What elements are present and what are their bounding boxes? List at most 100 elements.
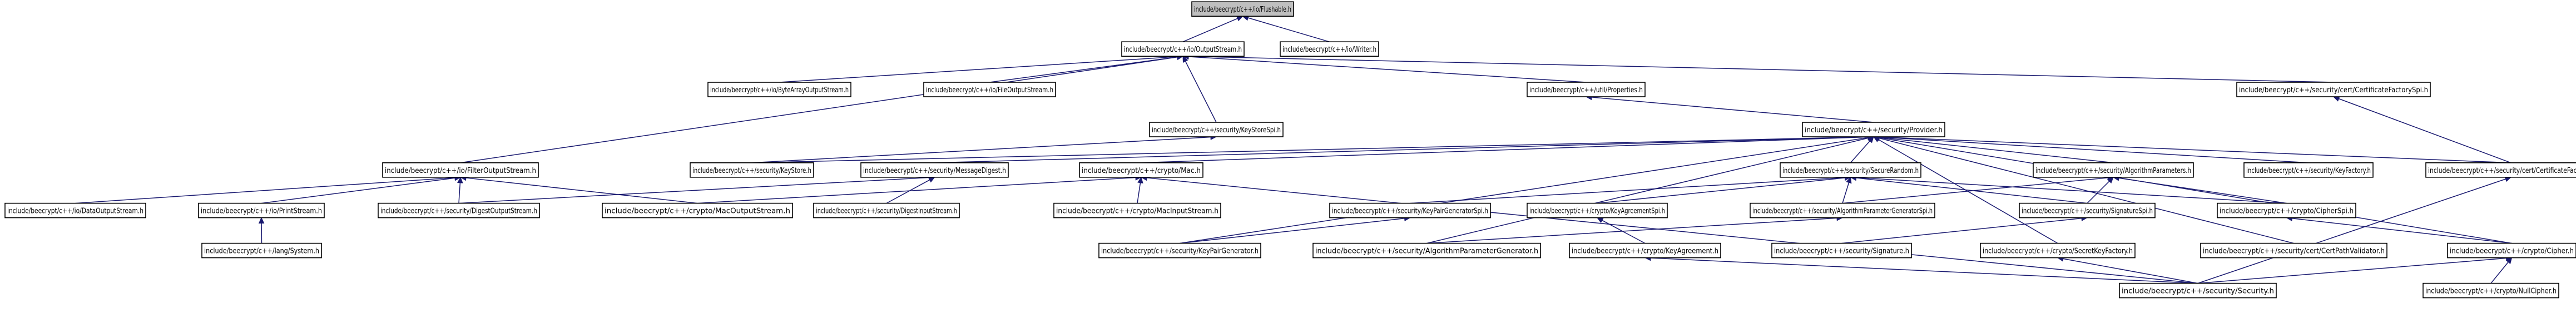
file-node[interactable]: include/beecrypt/c++/io/Writer.h xyxy=(1280,41,1379,57)
node-box xyxy=(1280,41,1379,57)
dependency-edge xyxy=(1872,134,2511,163)
file-node[interactable]: include/beecrypt/c++/crypto/CipherSpi.h xyxy=(2217,202,2356,218)
file-node[interactable]: include/beecrypt/c++/security/AlgorithmP… xyxy=(1312,242,1541,259)
file-node[interactable]: include/beecrypt/c++/io/FilterOutputStre… xyxy=(382,162,539,178)
file-node[interactable]: include/beecrypt/c++/security/DigestOutp… xyxy=(378,202,540,218)
node-box xyxy=(2447,242,2576,259)
node-box xyxy=(2425,162,2576,178)
node-label: include/beecrypt/c++/crypto/NullCipher.h xyxy=(2425,287,2557,296)
file-node[interactable]: include/beecrypt/c++/util/Properties.h xyxy=(1527,82,1646,97)
root-file-node[interactable]: include/beecrypt/c++/io/Flushable.h xyxy=(1191,1,1294,17)
dependency-edge xyxy=(1850,175,2287,204)
node-box xyxy=(602,202,793,218)
file-node[interactable]: include/beecrypt/c++/io/FileOutputStream… xyxy=(923,82,1056,97)
node-label: include/beecrypt/c++/security/cert/CertP… xyxy=(2203,247,2385,256)
file-node[interactable]: include/beecrypt/c++/security/DigestInpu… xyxy=(813,202,960,218)
file-node[interactable]: include/beecrypt/c++/crypto/KeyAgreement… xyxy=(1569,242,1721,259)
node-label: include/beecrypt/c++/security/KeyStore.h xyxy=(692,166,811,175)
file-node[interactable]: include/beecrypt/c++/security/cert/CertP… xyxy=(2200,242,2387,259)
file-node[interactable]: include/beecrypt/c++/security/SecureRand… xyxy=(1780,162,1921,178)
dependency-edge xyxy=(258,217,265,244)
node-label: include/beecrypt/c++/crypto/MacInputStre… xyxy=(1056,207,1218,216)
node-label: include/beecrypt/c++/io/PrintStream.h xyxy=(201,207,322,216)
dependency-edge xyxy=(1140,175,2198,284)
file-node[interactable]: include/beecrypt/c++/crypto/NullCipher.h xyxy=(2423,282,2559,299)
node-box xyxy=(1149,122,1284,137)
dependency-edge xyxy=(1242,15,1330,42)
node-label: include/beecrypt/c++/security/SignatureS… xyxy=(2022,207,2153,216)
dependency-edge xyxy=(1180,135,1875,244)
file-node[interactable]: include/beecrypt/c++/crypto/MacInputStre… xyxy=(1053,202,1221,218)
dependency-edge xyxy=(1426,215,1844,244)
file-node[interactable]: include/beecrypt/c++/security/cert/Certi… xyxy=(2425,162,2576,178)
dependency-edge xyxy=(1182,16,1244,42)
node-box xyxy=(1329,202,1491,218)
dependency-edge xyxy=(1180,215,1411,244)
dependency-edge xyxy=(2197,176,2512,284)
file-node[interactable]: include/beecrypt/c++/lang/System.h xyxy=(201,242,322,259)
file-node[interactable]: include/beecrypt/c++/crypto/KeyAgreement… xyxy=(1527,202,1668,218)
dependency-edge xyxy=(989,54,1184,83)
dependency-edge xyxy=(2087,176,2114,204)
file-node[interactable]: include/beecrypt/c++/security/KeyPairGen… xyxy=(1329,202,1491,218)
node-box xyxy=(1771,242,1912,259)
node-box xyxy=(690,162,814,178)
dependency-edge xyxy=(459,175,698,204)
dependency-edge xyxy=(1872,135,2294,244)
node-label: include/beecrypt/c++/security/DigestOutp… xyxy=(380,207,537,216)
node-label: include/beecrypt/c++/crypto/Mac.h xyxy=(1082,166,1201,175)
file-node[interactable]: include/beecrypt/c++/security/Provider.h xyxy=(1802,122,1945,137)
dependency-edge xyxy=(886,177,935,204)
file-node[interactable]: include/beecrypt/c++/crypto/Cipher.h xyxy=(2447,242,2576,259)
node-label: include/beecrypt/c++/security/Signature.… xyxy=(1774,247,1909,256)
file-node[interactable]: include/beecrypt/c++/security/cert/Certi… xyxy=(2236,82,2431,97)
node-label: include/beecrypt/c++/security/KeyStoreSp… xyxy=(1152,126,1281,135)
file-node[interactable]: include/beecrypt/c++/security/KeyPairGen… xyxy=(1098,242,1261,259)
file-node[interactable]: include/beecrypt/c++/crypto/SecretKeyFac… xyxy=(1980,242,2136,259)
dependency-edge xyxy=(458,175,935,204)
node-box xyxy=(1053,202,1221,218)
file-node[interactable]: include/beecrypt/c++/security/MessageDig… xyxy=(860,162,1009,178)
file-node[interactable]: include/beecrypt/c++/io/OutputStream.h xyxy=(1121,41,1245,57)
file-node[interactable]: include/beecrypt/c++/security/SignatureS… xyxy=(2019,202,2156,218)
dependency-edge xyxy=(1585,94,1874,123)
file-node[interactable]: include/beecrypt/c++/io/PrintStream.h xyxy=(198,202,325,218)
dependency-edge xyxy=(2197,255,2513,284)
node-label: include/beecrypt/c++/security/KeyFactory… xyxy=(2246,166,2371,175)
file-node[interactable]: include/beecrypt/c++/security/KeyStore.h xyxy=(690,162,814,178)
file-node[interactable]: include/beecrypt/c++/security/KeyStoreSp… xyxy=(1149,122,1284,137)
node-box xyxy=(707,82,851,97)
file-node[interactable]: include/beecrypt/c++/security/AlgorithmP… xyxy=(2033,162,2194,178)
dependency-edge xyxy=(1850,136,1874,163)
node-label: include/beecrypt/c++/io/DataOutputStream… xyxy=(7,207,143,216)
dependency-edge xyxy=(457,176,463,203)
node-box xyxy=(1802,122,1945,137)
file-node[interactable]: include/beecrypt/c++/security/Signature.… xyxy=(1771,242,1912,259)
node-box xyxy=(1191,1,1294,17)
node-label: include/beecrypt/c++/crypto/KeyAgreement… xyxy=(1572,247,1718,256)
node-box xyxy=(2200,242,2387,259)
node-box xyxy=(378,202,540,218)
node-label: include/beecrypt/c++/crypto/KeyAgreement… xyxy=(1529,207,1665,216)
node-label: include/beecrypt/c++/security/AlgorithmP… xyxy=(1752,207,1933,216)
file-node[interactable]: include/beecrypt/c++/crypto/Mac.h xyxy=(1079,162,1203,178)
file-node[interactable]: include/beecrypt/c++/io/DataOutputStream… xyxy=(4,202,146,218)
file-node[interactable]: include/beecrypt/c++/crypto/MacOutputStr… xyxy=(602,202,793,218)
file-node[interactable]: include/beecrypt/c++/security/Security.h xyxy=(2119,282,2277,299)
node-box xyxy=(860,162,1009,178)
file-node[interactable]: include/beecrypt/c++/security/KeyFactory… xyxy=(2243,162,2374,178)
node-box xyxy=(1121,41,1245,57)
dependency-edge xyxy=(2112,175,2287,204)
file-node[interactable]: include/beecrypt/c++/io/ByteArrayOutputS… xyxy=(707,82,851,97)
node-box xyxy=(1780,162,1921,178)
node-box xyxy=(1312,242,1541,259)
node-label: include/beecrypt/c++/security/KeyPairGen… xyxy=(1101,247,1259,256)
dependency-edge xyxy=(2057,256,2198,284)
dependency-edge xyxy=(2490,257,2513,284)
dependency-edge xyxy=(1141,134,1875,163)
dependency-edge xyxy=(1872,134,2309,163)
file-node[interactable]: include/beecrypt/c++/security/AlgorithmP… xyxy=(1750,202,1935,218)
node-box xyxy=(923,82,1056,97)
node-label: include/beecrypt/c++/io/Writer.h xyxy=(1282,45,1376,54)
dependency-edge xyxy=(1182,53,1587,83)
